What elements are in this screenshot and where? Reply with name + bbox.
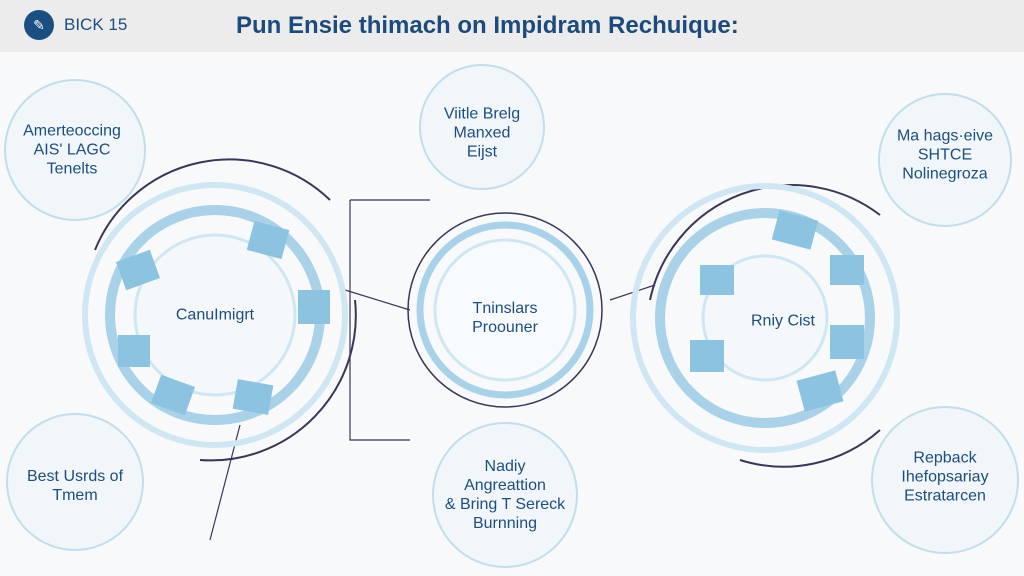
satellite-top-center: Viitle Brelg Manxed Eijst (443, 105, 521, 161)
satellite-bottom-right: Repback Ihefopsariay Estratarcen (901, 449, 989, 505)
satellite-circles (4, 64, 1019, 568)
center-ring (407, 212, 603, 408)
logo-icon: ✎ (24, 10, 54, 40)
satellite-top-right: Ma hags·eive SHTCE Nolinegroza (896, 127, 994, 183)
satellite-bottom-center: Nadiy Angreattion & Bring T Sereck Burnn… (444, 458, 566, 532)
hub-right-label: Rniy Cist (750, 312, 816, 330)
header-bar: ✎ BICK 15 Pun Ensie thimach on Impidram … (0, 0, 1024, 52)
page-title: Pun Ensie thimach on Impidram Rechuique: (236, 12, 739, 39)
left-ring (82, 158, 357, 462)
satellite-top-left: Amerteoccing AIS' LAGC Tenelts (23, 122, 121, 178)
right-ring (630, 183, 900, 468)
connector-lines (209, 199, 656, 541)
hub-left-label: CanuImigrt (175, 306, 255, 324)
hub-center-label: Tninslars Proouner (472, 300, 538, 336)
brand-label: BICK 15 (64, 15, 128, 34)
satellite-bottom-left: Best Usrds of Tmem (26, 468, 124, 504)
